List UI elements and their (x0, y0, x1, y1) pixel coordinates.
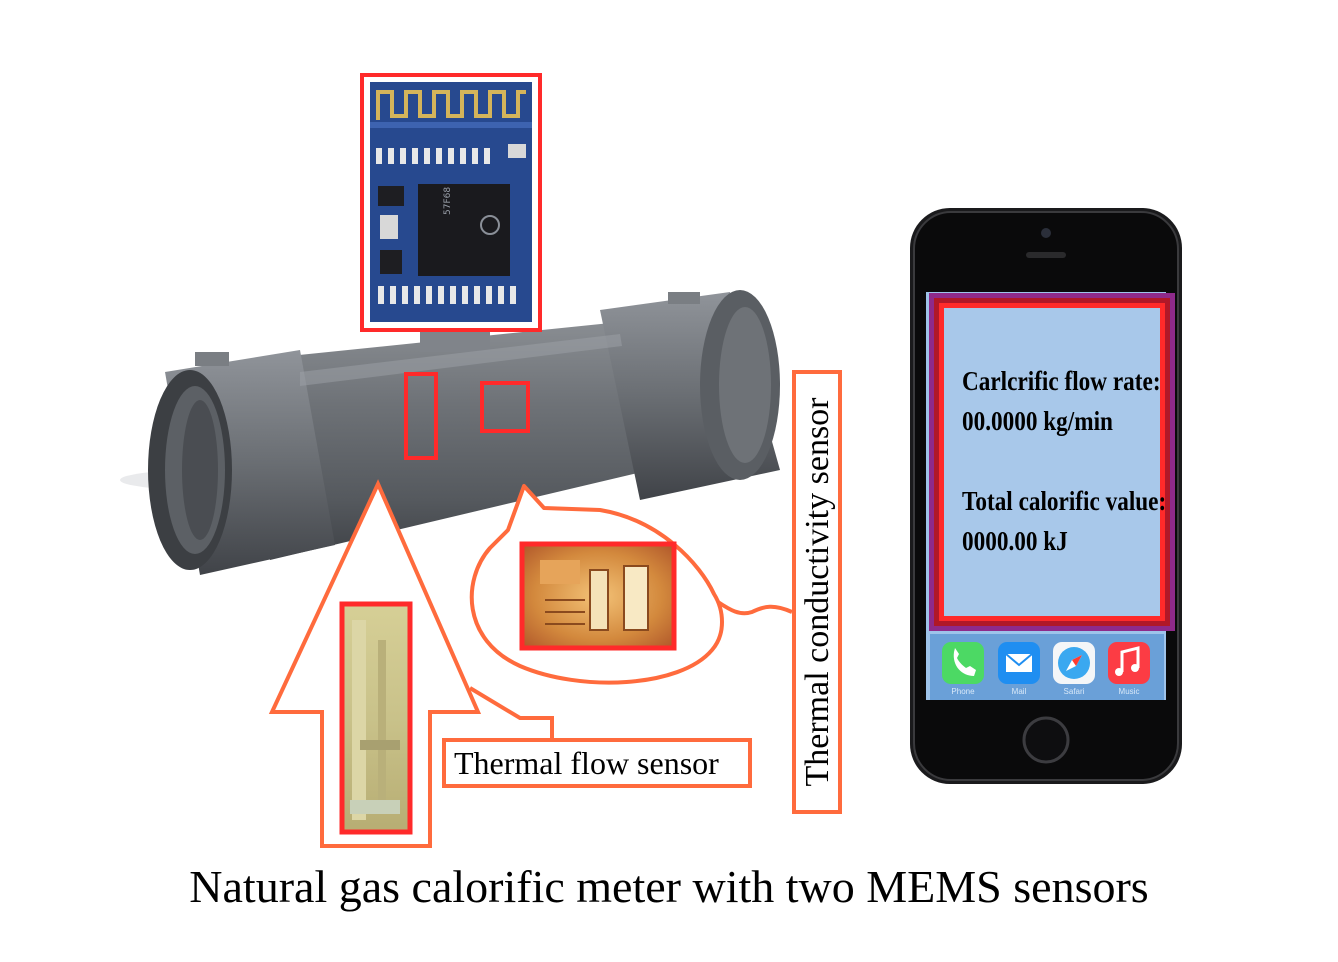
thermal-flow-sensor-label: Thermal flow sensor (442, 738, 752, 788)
conductivity-sensor-location-box (480, 381, 530, 433)
music-note-app-icon[interactable] (1108, 642, 1150, 684)
thermal-conductivity-sensor-label-box (792, 370, 842, 814)
bluetooth-pcb-module: 57F68 (360, 73, 542, 332)
total-calorific-value-title: Total calorific value: (962, 486, 1167, 516)
dock-app-label-mail: Mail (1011, 687, 1027, 696)
thermal-flow-sensor-chip (339, 601, 413, 835)
calorific-flow-rate-title: Carlcrific flow rate: (962, 366, 1161, 396)
phone-app-icon[interactable] (942, 642, 984, 684)
total-calorific-value-value: 0000.00 kJ (962, 526, 1068, 556)
dock-app-label-phone: Phone (951, 687, 975, 696)
gas-pipe (120, 290, 780, 575)
dock-app-label-safari: Safari (1063, 687, 1085, 696)
front-camera-icon (1041, 228, 1051, 238)
smartphone (910, 208, 1182, 784)
earpiece-speaker (1026, 252, 1066, 258)
figure-caption: Natural gas calorific meter with two MEM… (189, 861, 1149, 912)
dock-app-label-music: Music (1118, 687, 1140, 696)
calorific-flow-rate-value: 00.0000 kg/min (962, 406, 1113, 436)
compass-app-icon[interactable] (1053, 642, 1095, 684)
pcb-pins-bottom (378, 286, 516, 304)
home-button[interactable] (1022, 716, 1070, 764)
svg-text:57F68: 57F68 (443, 187, 453, 215)
pcb-pins-top (376, 148, 490, 164)
mail-app-icon[interactable] (998, 642, 1040, 684)
thermal-conductivity-sensor-label: Thermal conductivity sensor (799, 397, 836, 787)
flow-sensor-location-box (404, 372, 438, 460)
thermal-conductivity-sensor-chip (519, 541, 677, 651)
microcontroller-chip (418, 184, 510, 276)
